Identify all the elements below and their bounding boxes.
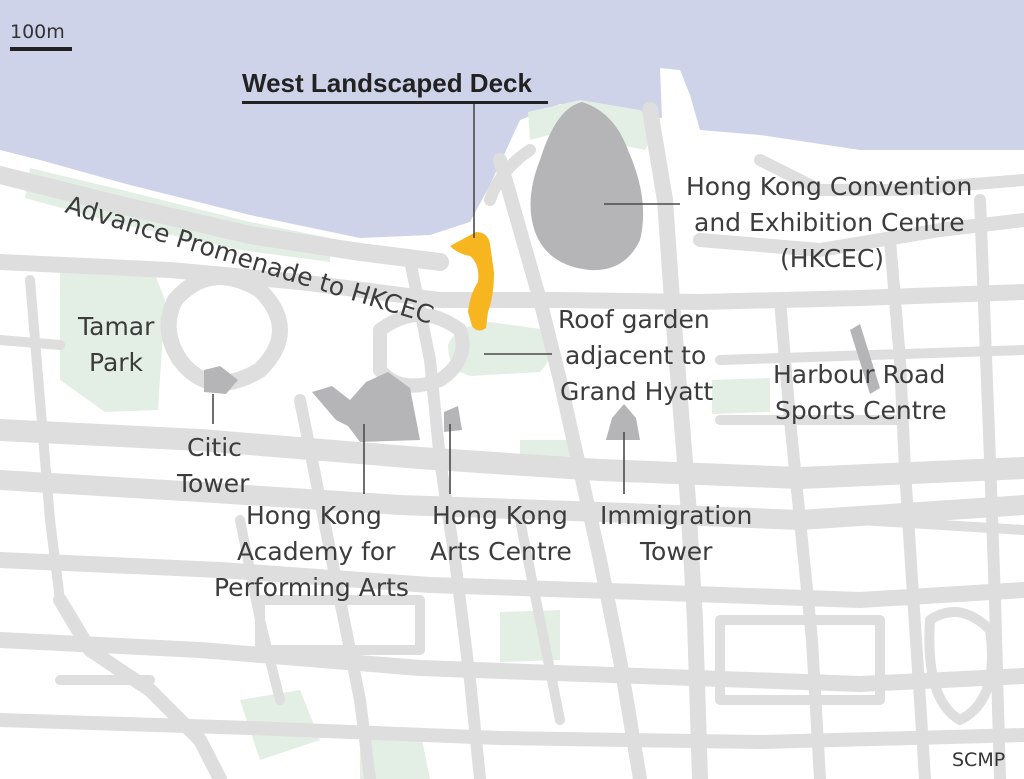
- citic-label-line-1: Citic: [187, 433, 242, 462]
- road-queensway: [0, 713, 1024, 749]
- road-fenwick: [404, 254, 486, 779]
- building-citic-tower: [204, 366, 238, 394]
- road-west-grid-2: [0, 335, 65, 350]
- hkapa-label-line-1: Hong Kong: [246, 501, 382, 530]
- harbour-road-label-line-2: Sports Centre: [775, 396, 947, 425]
- scale-bar: 100m: [10, 21, 72, 51]
- credit-label: SCMP: [952, 749, 1005, 771]
- road-fleming: [493, 153, 647, 779]
- building-hkcec: [530, 102, 644, 271]
- harbour-road-label-line-1: Harbour Road: [773, 360, 945, 389]
- road-south-curve: [53, 593, 227, 779]
- park-small-1: [712, 378, 770, 414]
- hkapa-label-line-3: Performing Arts: [214, 573, 409, 602]
- park-small-5: [360, 730, 430, 779]
- arts-centre-label-line-2: Arts Centre: [430, 537, 572, 566]
- west-landscaped-deck-title: West Landscaped Deck: [242, 68, 533, 98]
- tamar-label-line-2: Park: [89, 348, 144, 377]
- road-gloucester: [0, 470, 1024, 530]
- roof-garden-label-line-2: adjacent to: [565, 341, 706, 370]
- hkcec-label-line-2: and Exhibition Centre: [694, 208, 965, 237]
- arts-centre-label-line-1: Hong Kong: [432, 501, 568, 530]
- park-roof-garden: [448, 322, 553, 376]
- building-arts-centre: [444, 406, 462, 432]
- road-north-east: [754, 154, 1024, 196]
- road-tamar-north: [0, 254, 1024, 310]
- road-convention-ave: [642, 102, 708, 779]
- buildings: [204, 102, 880, 442]
- road-harbour-east: [693, 213, 1024, 257]
- road-east-1: [774, 294, 826, 779]
- building-immigration-tower: [606, 404, 640, 440]
- scale-bar-line: [10, 47, 72, 51]
- park-tamar: [60, 262, 165, 412]
- road-ramp-hkcec: [484, 144, 536, 206]
- scale-bar-label: 100m: [10, 21, 65, 43]
- roof-garden-label-line-3: Grand Hyatt: [560, 377, 713, 406]
- road-harcourt: [0, 419, 1024, 489]
- roof-garden-label-line-1: Roof garden: [558, 305, 710, 334]
- title-underline: [242, 101, 548, 104]
- tamar-label-line-1: Tamar: [77, 312, 155, 341]
- immigration-label-line-1: Immigration: [600, 501, 752, 530]
- hkapa-label-line-2: Academy for: [237, 537, 396, 566]
- west-landscaped-deck-shape: [450, 232, 494, 331]
- road-mid-grid-5: [855, 515, 1024, 535]
- road-mid-grid-4: [715, 345, 1024, 365]
- road-hennessy: [0, 632, 1024, 692]
- hkcec-label-line-1: Hong Kong Convention: [686, 172, 972, 201]
- citic-label-line-2: Tower: [176, 469, 250, 498]
- road-waterfront: [0, 166, 449, 271]
- road-loop-1: [160, 269, 288, 391]
- road-block-1: [924, 607, 997, 725]
- road-network: [0, 102, 1024, 779]
- road-block-2: [255, 595, 425, 655]
- building-hkapa: [312, 372, 420, 442]
- immigration-label-line-2: Tower: [639, 537, 713, 566]
- road-block-4: [715, 615, 885, 705]
- harbour-water: [0, 0, 1024, 238]
- building-harbour-road-sports-centre: [850, 324, 880, 394]
- hkcec-label-line-3: (HKCEC): [780, 244, 884, 273]
- road-mid-grid-2: [515, 515, 565, 725]
